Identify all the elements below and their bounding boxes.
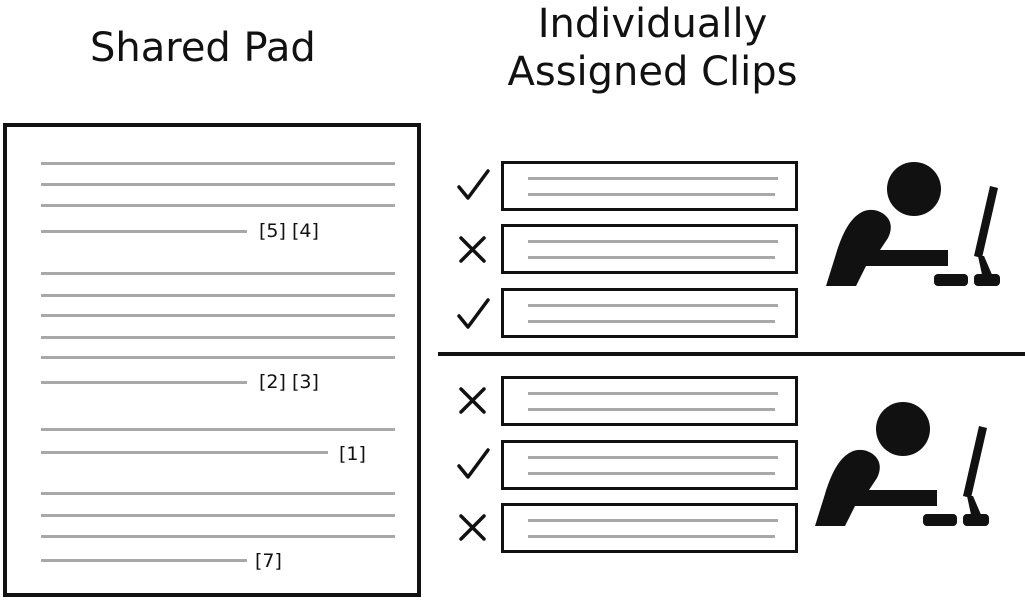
text-line <box>41 381 247 384</box>
citation-ref: [5] [4] <box>259 220 319 242</box>
text-line <box>41 535 395 538</box>
text-line <box>41 514 395 517</box>
text-line <box>528 256 775 259</box>
clip <box>501 503 798 553</box>
text-line <box>528 519 778 522</box>
text-line <box>41 230 247 233</box>
text-line <box>41 204 395 207</box>
text-line <box>528 320 775 323</box>
check-icon <box>457 448 490 479</box>
shared-pad-title: Shared Pad <box>90 25 316 71</box>
text-line <box>528 535 775 538</box>
text-line <box>528 456 778 459</box>
text-line <box>528 408 775 411</box>
text-line <box>41 492 395 495</box>
text-line <box>41 162 395 165</box>
cross-icon <box>459 514 486 541</box>
text-line <box>528 472 775 475</box>
text-line <box>528 193 775 196</box>
text-line <box>41 183 395 186</box>
text-line <box>41 451 328 454</box>
shared-pad: [5] [4] [2] [3] [1] [7] <box>3 123 421 597</box>
citation-ref: [1] <box>339 443 366 465</box>
text-line <box>41 336 395 339</box>
text-line <box>528 240 778 243</box>
text-line <box>41 272 395 275</box>
citation-ref: [2] [3] <box>259 371 319 393</box>
person-at-computer-icon <box>826 162 1000 286</box>
person-at-computer-icon <box>815 402 989 526</box>
check-icon <box>457 169 490 200</box>
text-line <box>41 428 395 431</box>
text-line <box>528 177 778 180</box>
clips-title-line1: Individually <box>537 1 768 47</box>
text-line <box>41 314 395 317</box>
text-line <box>41 294 395 297</box>
text-line <box>41 559 247 562</box>
clips-title: Individually Assigned Clips <box>480 0 825 96</box>
text-line <box>528 304 778 307</box>
group-divider <box>438 352 1025 356</box>
cross-icon <box>459 387 486 414</box>
text-line <box>41 356 395 359</box>
clip <box>501 224 798 274</box>
clip <box>501 161 798 211</box>
clip <box>501 440 798 490</box>
text-line <box>528 392 778 395</box>
check-icon <box>457 298 490 329</box>
cross-icon <box>459 236 486 263</box>
clip <box>501 288 798 338</box>
clip <box>501 376 798 426</box>
clips-title-line2: Assigned Clips <box>507 49 798 95</box>
citation-ref: [7] <box>255 550 282 572</box>
